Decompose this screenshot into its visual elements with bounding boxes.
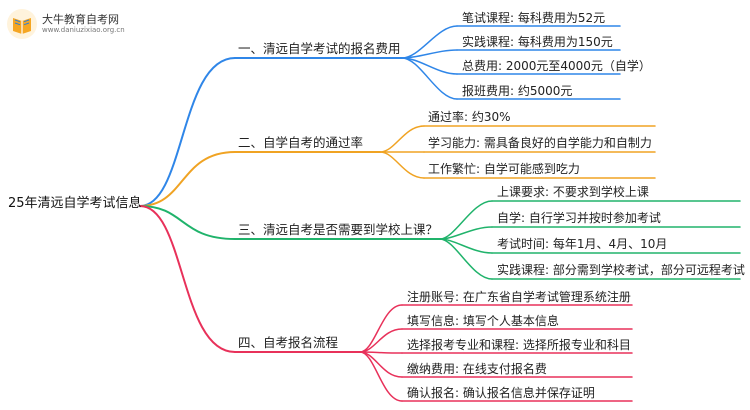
branch-class-attendance: 三、清远自考是否需要到学校上课？ xyxy=(238,222,439,237)
fee-class: 报班费用: 约5000元 xyxy=(462,84,573,98)
class-exam-time: 考试时间: 每年1月、4月、10月 xyxy=(497,237,668,251)
child-connector xyxy=(439,238,493,280)
reg-account: 注册账号: 在广东省自学考试管理系统注册 xyxy=(407,290,631,304)
reg-major: 选择报考专业和课程: 选择所报专业和科目 xyxy=(407,338,631,352)
class-practice: 实践课程: 部分需到学校考试，部分可远程考试 xyxy=(497,263,745,277)
logo-url: www.daniuzixiao.org.cn xyxy=(42,26,125,34)
child-connector xyxy=(401,49,458,59)
branch-connector xyxy=(139,57,236,207)
child-connector xyxy=(439,226,493,240)
logo-name: 大牛教育自考网 xyxy=(42,13,119,26)
child-connector xyxy=(439,238,493,254)
child-connector xyxy=(359,304,403,353)
child-connector xyxy=(379,151,425,179)
class-self-study: 自学: 自行学习并按时参加考试 xyxy=(497,211,661,225)
pass-busy: 工作繁忙: 自学可能感到吃力 xyxy=(428,162,580,176)
branch-registration: 四、自考报名流程 xyxy=(238,335,339,350)
reg-fee: 缴纳费用: 在线支付报名费 xyxy=(407,362,547,376)
child-connector xyxy=(359,351,403,402)
branch-connector xyxy=(139,151,236,207)
pass-rate: 通过率: 约30% xyxy=(428,110,511,124)
branch-connector xyxy=(139,205,236,353)
reg-info: 填写信息: 填写个人基本信息 xyxy=(407,314,559,328)
book-logo-icon xyxy=(7,9,37,39)
fee-practice: 实践课程: 每科费用为150元 xyxy=(462,35,613,49)
fee-written: 笔试课程: 每科费用为52元 xyxy=(462,11,606,25)
child-connector xyxy=(439,200,493,240)
branch-connector xyxy=(139,205,236,240)
child-connector xyxy=(379,125,425,153)
class-requirement: 上课要求: 不要求到学校上课 xyxy=(497,185,649,199)
site-logo[interactable]: 大牛教育自考网 www.daniuzixiao.org.cn xyxy=(6,8,125,40)
root-node: 25年清远自学考试信息 xyxy=(8,196,142,211)
branch-pass-rate: 二、自学自考的通过率 xyxy=(238,135,364,150)
reg-confirm: 确认报名: 确认报名信息并保存证明 xyxy=(407,386,595,400)
fee-total: 总费用: 2000元至4000元（自学） xyxy=(462,59,651,73)
branch-fees: 一、清远自学考试的报名费用 xyxy=(238,41,401,56)
child-connector xyxy=(401,57,458,100)
pass-ability: 学习能力: 需具备良好的自学能力和自制力 xyxy=(428,136,652,150)
